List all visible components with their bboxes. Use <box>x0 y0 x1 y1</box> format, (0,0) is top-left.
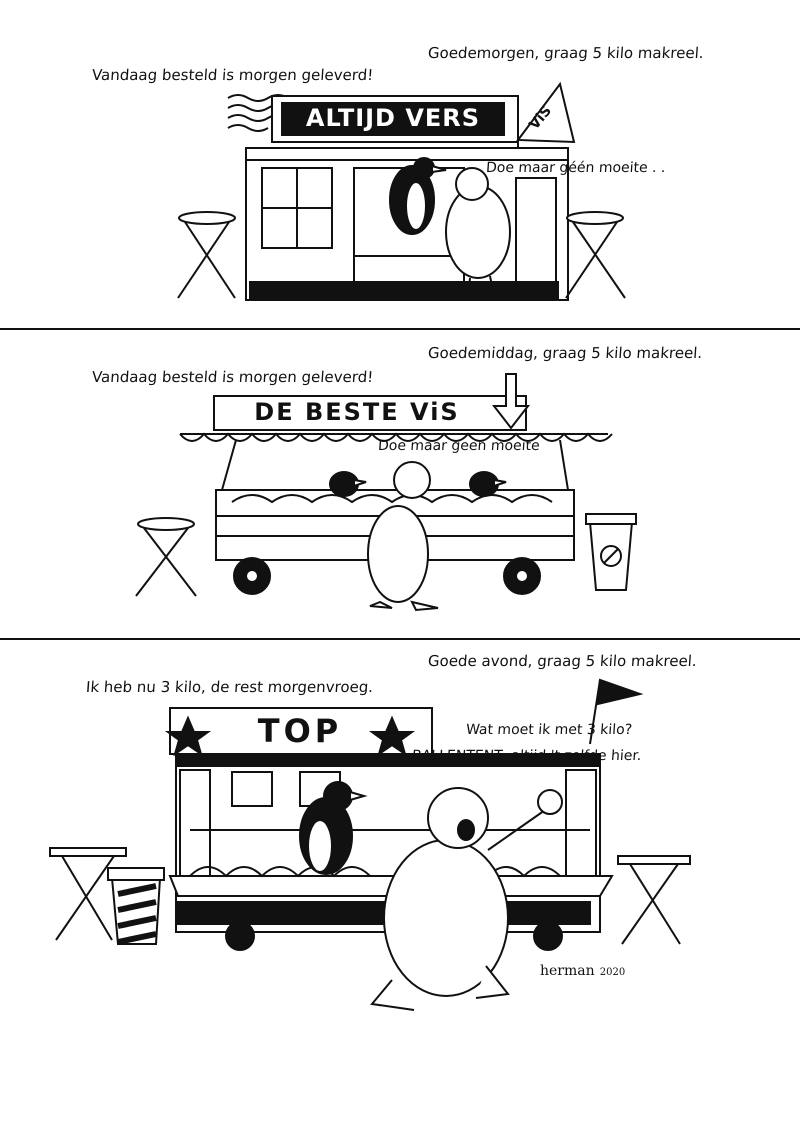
panel-1-customer-reply: Doe maar géén moeite . . <box>485 160 667 176</box>
panel-2-illustration <box>135 373 637 612</box>
panel-1-sign: ALTIJD VERS <box>305 104 481 132</box>
panel-divider-2 <box>0 638 800 640</box>
comic-panel-3: Goede avond, graag 5 kilo makreel. Ik he… <box>0 640 800 1131</box>
artist-signature: herman 2020 <box>540 960 625 979</box>
comic-panel-1: Goedemorgen, graag 5 kilo makreel. Vanda… <box>0 0 800 328</box>
panel-2-sign: DE BESTE ViS <box>254 398 460 426</box>
panel-1-illustration <box>177 81 626 301</box>
panel-3-customer-reply-1: Wat moet ik met 3 kilo? <box>465 722 633 738</box>
panel-2-customer-reply: Doe maar geen moeite <box>377 438 541 454</box>
panel-3-sign: TOP <box>257 712 343 750</box>
signature-name: herman <box>540 963 595 979</box>
signature-year: 2020 <box>599 967 626 978</box>
panel-divider-1 <box>0 328 800 330</box>
comic-panel-2: Goedemiddag, graag 5 kilo makreel. Vanda… <box>0 330 800 638</box>
panel-3-illustration <box>49 678 691 1011</box>
panel-3-customer-reply-2: BALLENTENT, altijd 't zelfde hier. <box>411 748 642 764</box>
